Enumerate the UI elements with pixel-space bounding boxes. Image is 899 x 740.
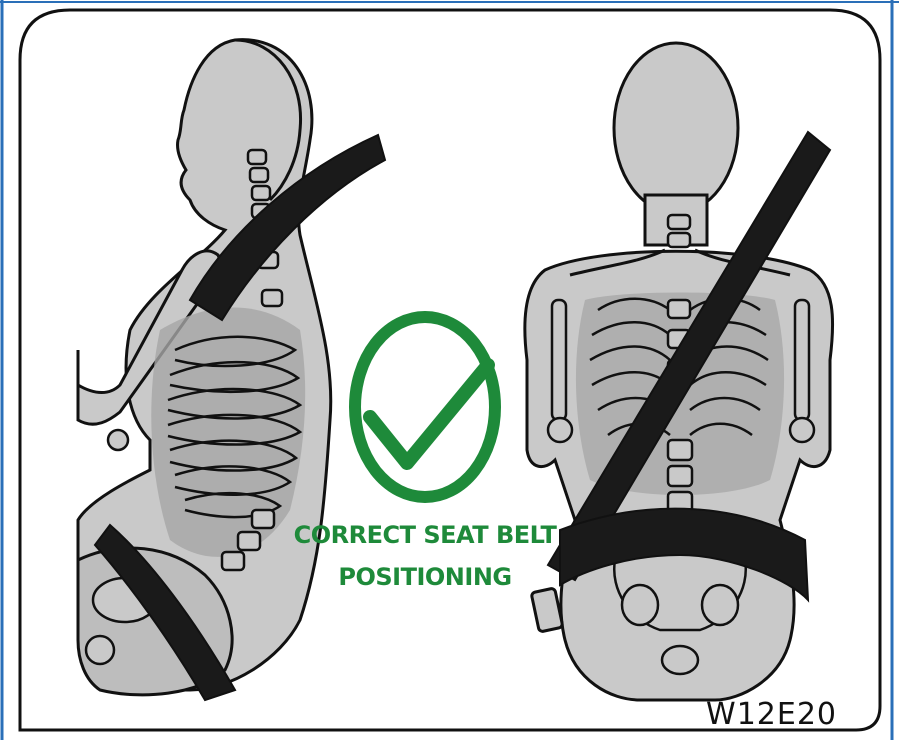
belt-buckle — [531, 588, 563, 632]
front-view-figure — [525, 43, 833, 700]
figure-code-label: W12E20 — [706, 700, 837, 730]
caption-line-1: CORRECT SEAT BELT — [290, 523, 560, 547]
check-circle-icon — [355, 317, 495, 497]
side-view-figure — [78, 40, 385, 700]
caption-line-2: POSITIONING — [290, 565, 560, 589]
